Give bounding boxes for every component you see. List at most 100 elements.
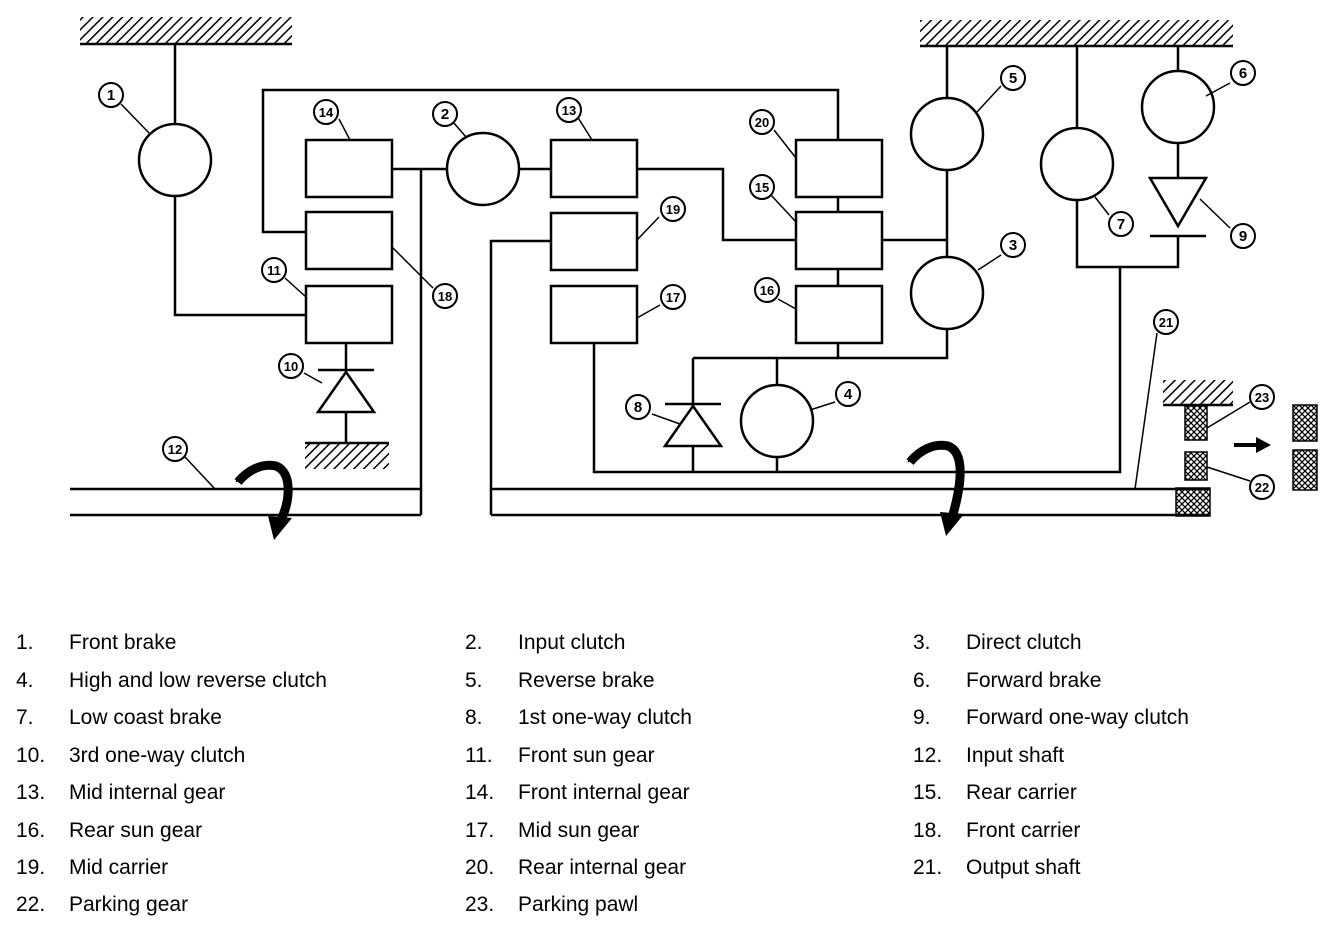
legend-label: 1st one-way clutch bbox=[518, 706, 692, 729]
callout-1: 1 bbox=[98, 82, 124, 108]
legend-label: Mid sun gear bbox=[518, 819, 640, 842]
callout-label: 5 bbox=[1009, 70, 1017, 87]
legend-number: 1. bbox=[16, 631, 34, 654]
callout-22: 22 bbox=[1249, 474, 1275, 500]
high-low-reverse-clutch-circle bbox=[739, 383, 815, 459]
legend-number: 15. bbox=[913, 781, 943, 804]
legend-label: Output shaft bbox=[966, 856, 1081, 879]
legend-label: Mid carrier bbox=[69, 856, 169, 879]
callout-label: 22 bbox=[1255, 480, 1269, 495]
legend-number: 21. bbox=[913, 856, 943, 879]
legend-label: Front sun gear bbox=[518, 744, 655, 767]
legend-number: 16. bbox=[16, 819, 46, 842]
callout-label: 8 bbox=[634, 399, 642, 416]
parking-pawl-symbol bbox=[1184, 405, 1208, 441]
rear-internal-gear-box bbox=[794, 138, 884, 199]
callout-5: 5 bbox=[1000, 65, 1026, 91]
callout-7: 7 bbox=[1108, 211, 1134, 237]
mid-carrier-box bbox=[549, 211, 639, 272]
legend-label: Low coast brake bbox=[69, 706, 222, 729]
legend-number: 5. bbox=[465, 669, 483, 692]
parking-gear-detail bbox=[1292, 404, 1318, 442]
callout-label: 2 bbox=[441, 106, 449, 123]
legend-number: 9. bbox=[913, 706, 931, 729]
legend-number: 3. bbox=[913, 631, 931, 654]
legend-label: Rear internal gear bbox=[518, 856, 687, 879]
callout-label: 14 bbox=[319, 105, 334, 120]
callout-label: 17 bbox=[666, 290, 680, 305]
callout-label: 4 bbox=[844, 386, 853, 403]
callout-12: 12 bbox=[162, 436, 188, 462]
legend-label: Input shaft bbox=[966, 744, 1065, 767]
legend-label: Reverse brake bbox=[518, 669, 655, 692]
legend-label: Front internal gear bbox=[518, 781, 690, 804]
ground-parking bbox=[1163, 380, 1233, 404]
callout-label: 23 bbox=[1255, 390, 1269, 405]
callout-4: 4 bbox=[835, 381, 861, 407]
mid-sun-gear-box bbox=[549, 284, 639, 345]
rear-sun-gear-box bbox=[794, 284, 884, 345]
callout-label: 1 bbox=[107, 87, 115, 104]
legend-label: Direct clutch bbox=[966, 631, 1082, 654]
callout-21: 21 bbox=[1153, 309, 1179, 335]
mid-internal-gear-box bbox=[549, 138, 639, 199]
legend-number: 14. bbox=[465, 781, 495, 804]
callout-3: 3 bbox=[1000, 232, 1026, 258]
legend-number: 10. bbox=[16, 744, 46, 767]
callout-label: 10 bbox=[284, 359, 298, 374]
legend-number: 8. bbox=[465, 706, 483, 729]
legend-label: Mid internal gear bbox=[69, 781, 226, 804]
legend-number: 2. bbox=[465, 631, 483, 654]
callout-label: 18 bbox=[438, 289, 452, 304]
direct-clutch-circle bbox=[909, 255, 985, 331]
legend-label: Forward brake bbox=[966, 669, 1102, 692]
reverse-brake-circle bbox=[909, 96, 985, 172]
legend-number: 11. bbox=[465, 744, 493, 767]
ground-top-left bbox=[80, 17, 292, 43]
callout-label: 9 bbox=[1239, 228, 1247, 245]
input-clutch-circle bbox=[445, 131, 521, 207]
parking-gear-symbol bbox=[1184, 451, 1208, 481]
callout-19: 19 bbox=[660, 196, 686, 222]
callout-8: 8 bbox=[625, 394, 651, 420]
legend-label: Rear sun gear bbox=[69, 819, 203, 842]
low-coast-brake-circle bbox=[1039, 126, 1115, 202]
3rd-one-way-clutch-symbol bbox=[315, 369, 377, 414]
legend-label: Parking gear bbox=[69, 893, 189, 916]
callout-label: 7 bbox=[1117, 216, 1125, 233]
forward-one-way-clutch-symbol bbox=[1147, 176, 1209, 229]
callout-label: 12 bbox=[168, 442, 182, 457]
legend-number: 17. bbox=[465, 819, 495, 842]
front-internal-gear-box bbox=[304, 138, 394, 199]
callout-label: 6 bbox=[1239, 65, 1247, 82]
legend-label: Front carrier bbox=[966, 819, 1081, 842]
callout-10: 10 bbox=[278, 353, 304, 379]
callout-label: 21 bbox=[1159, 315, 1173, 330]
legend-label: 3rd one-way clutch bbox=[69, 744, 246, 767]
callout-16: 16 bbox=[754, 277, 780, 303]
callout-label: 13 bbox=[562, 103, 576, 118]
rotation-arrow-icon-output bbox=[906, 440, 965, 536]
callout-20: 20 bbox=[749, 109, 775, 135]
arrow-right-icon bbox=[1256, 437, 1271, 453]
callout-label: 19 bbox=[666, 202, 680, 217]
callout-18: 18 bbox=[432, 283, 458, 309]
legend-number: 13. bbox=[16, 781, 46, 804]
callout-13: 13 bbox=[556, 97, 582, 123]
legend-label: Front brake bbox=[69, 631, 177, 654]
callout-label: 11 bbox=[267, 263, 281, 278]
legend-number: 4. bbox=[16, 669, 34, 692]
callout-9: 9 bbox=[1230, 223, 1256, 249]
front-brake-circle bbox=[137, 122, 213, 198]
ground-oneway-10 bbox=[305, 444, 389, 469]
legend-number: 19. bbox=[16, 856, 46, 879]
callout-label: 15 bbox=[755, 180, 769, 195]
legend-number: 23. bbox=[465, 893, 495, 916]
callout-14: 14 bbox=[313, 99, 339, 125]
ground-top-right bbox=[920, 20, 1233, 45]
callout-17: 17 bbox=[660, 284, 686, 310]
1st-one-way-clutch-symbol bbox=[662, 403, 724, 448]
callout-label: 16 bbox=[760, 283, 774, 298]
